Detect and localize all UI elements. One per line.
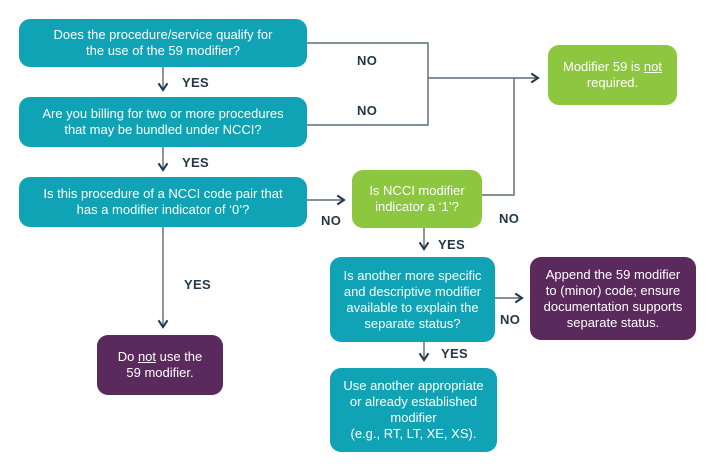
edge-label-yes-q2: YES [182, 155, 209, 170]
node-result-modifier-not-required: Modifier 59 is not required. [548, 45, 677, 105]
node-text: Are you billing for two or more procedur… [42, 106, 283, 138]
node-text-line: Modifier 59 is not [563, 59, 662, 75]
node-question-qualify-59: Does the procedure/service qualify for t… [19, 19, 307, 67]
node-text-line: indicator a ‘1’? [375, 199, 459, 214]
node-text-line: Do not use the [118, 349, 203, 365]
edge-label-no-q4: NO [499, 211, 520, 226]
node-text-line: documentation supports [543, 298, 683, 314]
node-result-do-not-use-59: Do not use the 59 modifier. [97, 335, 223, 395]
node-text-line: Use another appropriate [343, 378, 484, 393]
node-text: Use another appropriate or already estab… [343, 378, 483, 442]
node-text-line: Are you billing for two or more procedur… [42, 106, 284, 121]
node-text-segment: Modifier 59 is [563, 59, 644, 74]
edge-no-bracket [307, 42, 429, 126]
node-result-use-another-modifier: Use another appropriate or already estab… [330, 368, 497, 452]
edge-label-yes-q3: YES [184, 277, 211, 292]
edge-label-no-q3: NO [321, 213, 342, 228]
node-question-code-pair-indicator-zero: Is this procedure of a NCCI code pair th… [19, 177, 307, 227]
node-text-line: the use of the 59 modifier? [86, 43, 240, 58]
node-text-line: has a modifier indicator of ‘0’? [76, 202, 250, 217]
node-text: Is another more specific and descriptive… [343, 268, 481, 332]
node-result-append-59-modifier: Append the 59 modifier to (minor) code; … [530, 257, 696, 340]
node-text-line: separate status? [364, 315, 461, 331]
node-text: Modifier 59 is not required. [563, 59, 662, 91]
node-text: Append the 59 modifier to (minor) code; … [544, 267, 683, 331]
node-text-segment: use the [156, 349, 203, 364]
node-text: Do not use the 59 modifier. [118, 349, 203, 381]
node-text-line: required. [586, 75, 639, 90]
node-question-indicator-one: Is NCCI modifier indicator a ‘1’? [352, 170, 482, 228]
node-text-line: 59 modifier. [126, 365, 194, 380]
node-text-line: (e.g., RT, LT, XE, XS). [350, 426, 477, 441]
node-text-line: Append the 59 modifier [545, 266, 681, 282]
node-text: Is this procedure of a NCCI code pair th… [43, 186, 282, 218]
node-text: Is NCCI modifier indicator a ‘1’? [369, 183, 464, 215]
node-question-more-specific-modifier: Is another more specific and descriptive… [330, 257, 495, 342]
node-text-line: and descriptive modifier [343, 283, 482, 299]
edge-label-yes-q5: YES [441, 346, 468, 361]
node-text-line: modifier [390, 410, 437, 425]
node-text-line: Is this procedure of a NCCI code pair th… [43, 186, 283, 201]
node-text-segment: Do [117, 349, 138, 364]
node-text-line: Does the procedure/service qualify for [53, 27, 273, 42]
edge-label-yes-q4: YES [438, 237, 465, 252]
edge-label-yes-q1: YES [182, 75, 209, 90]
node-text-line: Is NCCI modifier [369, 183, 465, 198]
node-text: Does the procedure/service qualify for t… [54, 27, 273, 59]
edge-q4-no-up [482, 78, 515, 196]
node-text-line: separate status. [566, 314, 660, 330]
edge-label-no-q2: NO [357, 103, 378, 118]
node-question-two-or-more-procedures: Are you billing for two or more procedur… [19, 97, 307, 147]
edge-label-no-q5: NO [500, 312, 521, 327]
node-text-underlined: not [643, 59, 662, 74]
edge-label-no-q1: NO [357, 53, 378, 68]
node-text-line: to (minor) code; ensure [545, 282, 681, 298]
node-text-underlined: not [137, 349, 157, 364]
node-text-line: or already established [349, 394, 478, 409]
node-text-line: that may be bundled under NCCI? [64, 122, 262, 137]
node-text-line: Is another more specific [343, 267, 482, 283]
node-text-line: available to explain the [346, 299, 479, 315]
